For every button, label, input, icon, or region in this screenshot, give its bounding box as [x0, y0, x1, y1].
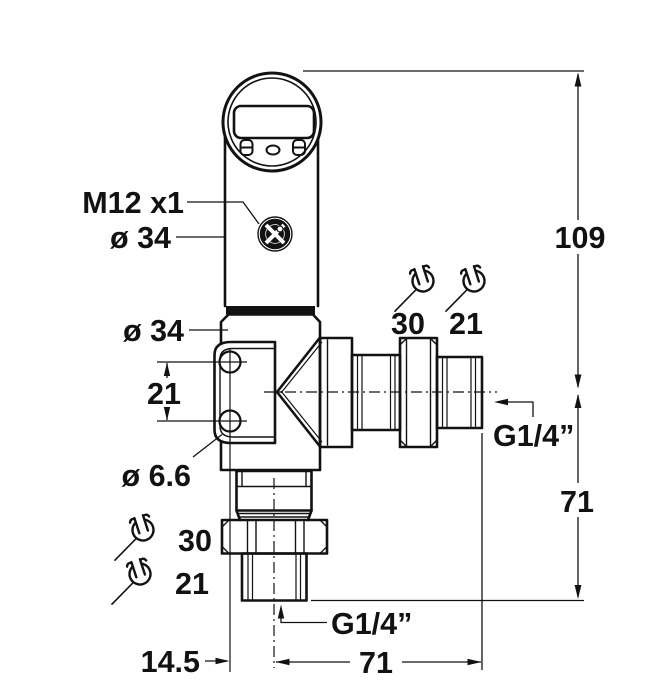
- mounting-flange: [157, 340, 277, 672]
- label-connector-thread: M12 x1: [82, 186, 184, 220]
- label-side-thread: G1/4”: [493, 419, 574, 453]
- lcd-display: [232, 104, 316, 140]
- head-outer-ring: [221, 71, 323, 173]
- dim-total-height: 109: [555, 221, 606, 255]
- dim-hole-spacing: 21: [147, 377, 181, 411]
- wrench-icons: 30 21 30 21: [111, 263, 486, 605]
- bottom-port: [220, 469, 329, 602]
- m12-connector-icon: [257, 216, 293, 252]
- dim-bottom-width: 71: [359, 646, 393, 680]
- button-left: [239, 139, 254, 156]
- cone-chamfer: [275, 336, 323, 448]
- label-bottom-thread: G1/4”: [331, 607, 412, 641]
- label-wrench-top-30: 30: [391, 307, 425, 341]
- label-wrench-left-21: 21: [175, 567, 209, 601]
- dim-hole-offset: 14.5: [141, 645, 200, 679]
- wrench-icon-left-30: [114, 512, 155, 561]
- head-inner-ring: [227, 77, 317, 167]
- dim-lower-height: 71: [560, 485, 594, 519]
- main-block: [219, 313, 322, 472]
- label-body-diameter: ø 34: [123, 314, 184, 348]
- display-head: [221, 71, 323, 173]
- button-middle: [265, 144, 281, 156]
- label-hole-diameter: ø 6.6: [121, 459, 191, 493]
- button-right: [292, 139, 306, 156]
- wrench-icon-top-21: [445, 263, 486, 312]
- label-head-diameter: ø 34: [110, 221, 171, 255]
- seal-band: [226, 306, 315, 315]
- label-wrench-left-30: 30: [178, 524, 212, 558]
- bottom-thread-end: [240, 552, 308, 602]
- dimensions: 109 71 21 71 14.5 G1/4” G1/4” M12 x: [82, 70, 606, 680]
- wrench-icon-top-30: [394, 263, 435, 312]
- label-wrench-top-21: 21: [449, 307, 483, 341]
- wrench-icon-left-21: [111, 556, 152, 605]
